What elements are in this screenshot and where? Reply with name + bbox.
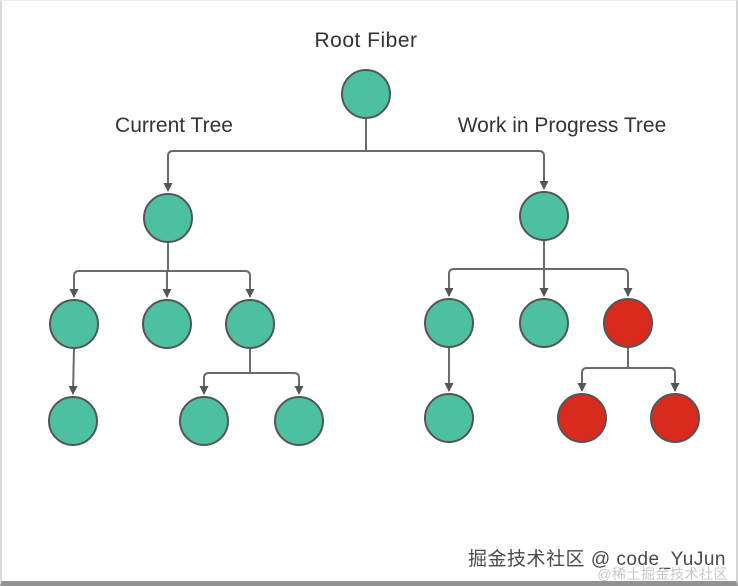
- fiber-node-current-c1: [179, 396, 229, 446]
- connector-wip-root: [444, 239, 633, 297]
- fiber-node-wip-c1: [557, 393, 607, 443]
- page-title: Root Fiber: [314, 29, 418, 52]
- fiber-node-current-a1: [48, 396, 98, 446]
- connector-current-a: [68, 347, 78, 395]
- watermark-sub: @稀土掘金技术社区: [597, 566, 728, 582]
- work-in-progress-tree-label: Work in Progress Tree: [457, 114, 667, 137]
- fiber-node-current-root: [143, 193, 193, 243]
- fiber-node-current-b: [142, 299, 192, 349]
- connector-current-c: [199, 347, 304, 395]
- fiber-node-wip-c: [603, 298, 653, 348]
- connector-current-root: [69, 241, 255, 298]
- fiber-node-wip-a1: [424, 393, 474, 443]
- fiber-node-root: [341, 69, 391, 119]
- fiber-node-current-a: [49, 299, 99, 349]
- fiber-node-current-c: [225, 299, 275, 349]
- fiber-node-wip-root: [519, 191, 569, 241]
- fiber-node-wip-a: [424, 298, 474, 348]
- fiber-node-wip-b: [519, 298, 569, 348]
- connector-root: [163, 117, 549, 192]
- fiber-node-current-c2: [274, 396, 324, 446]
- watermark-main: 掘金技术社区 @ code_YuJun: [468, 549, 726, 570]
- connector-wip-c: [577, 346, 680, 392]
- fiber-node-wip-c2: [650, 393, 700, 443]
- current-tree-label: Current Tree: [115, 114, 233, 137]
